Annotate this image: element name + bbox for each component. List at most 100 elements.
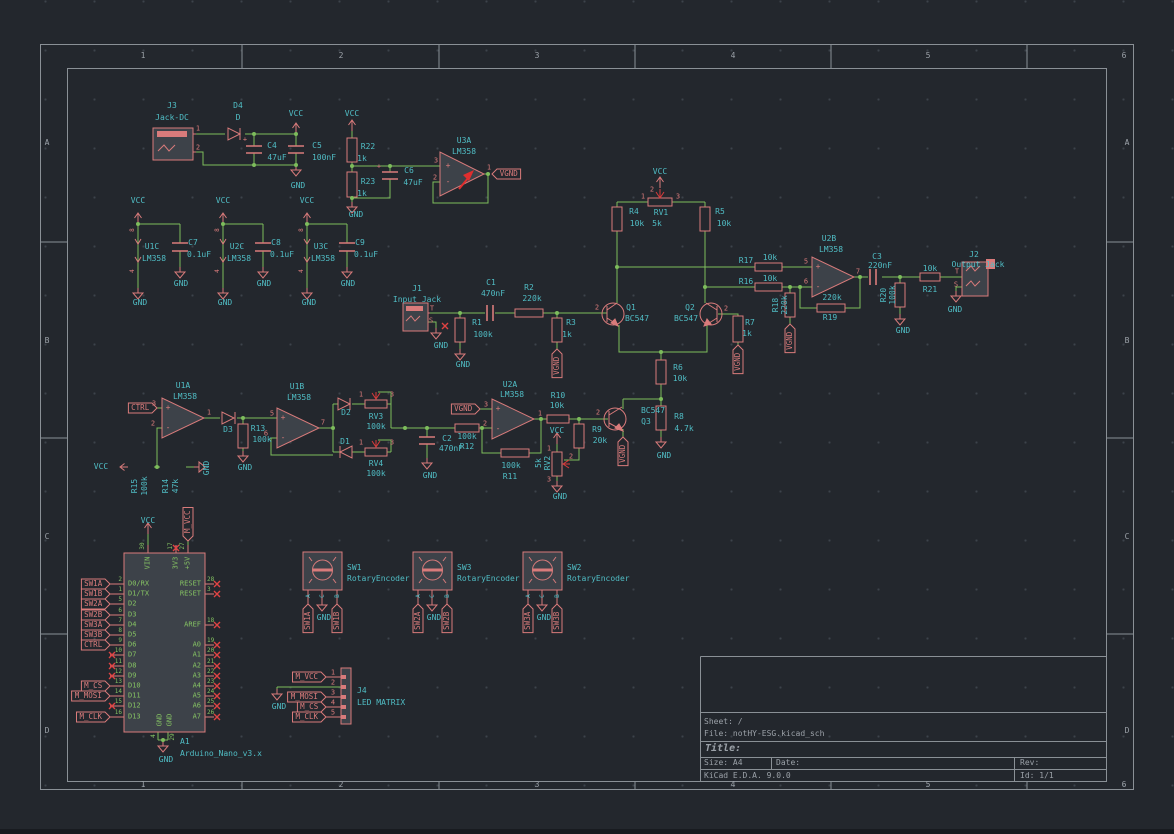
no-connect-icon[interactable] <box>213 682 221 690</box>
no-connect-icon[interactable] <box>108 672 116 680</box>
transistor-Q1[interactable] <box>601 302 625 327</box>
power-vcc-symbol[interactable] <box>144 522 152 534</box>
opamp-U2A[interactable] <box>491 398 536 440</box>
cap-C7[interactable] <box>172 242 188 252</box>
power-gnd-symbol[interactable] <box>256 267 270 279</box>
connector-J3[interactable] <box>152 127 194 161</box>
resistor-R4[interactable] <box>611 206 623 232</box>
encoder-SW1[interactable] <box>302 551 343 591</box>
power-gnd-symbol[interactable] <box>420 458 434 470</box>
resistor-R22[interactable] <box>346 137 358 163</box>
no-connect-icon[interactable] <box>108 662 116 670</box>
resistor-R11[interactable] <box>500 448 530 458</box>
resistor-R19[interactable] <box>816 303 846 313</box>
net-label-sw3a[interactable]: SW3A <box>80 619 111 631</box>
power-gnd-symbol[interactable] <box>131 288 145 300</box>
net-label-m-vcc[interactable]: M_VCC <box>292 671 327 683</box>
power-gnd-symbol[interactable] <box>654 437 668 449</box>
power-gnd-symbol[interactable] <box>173 267 187 279</box>
net-label-vgnd[interactable]: VGND <box>732 344 744 375</box>
net-label-m-clk[interactable]: M_CLK <box>76 711 111 723</box>
power-gnd-symbol[interactable] <box>425 600 439 612</box>
net-label-m-vcc[interactable]: M_VCC <box>182 507 194 542</box>
power-gnd-symbol[interactable] <box>216 288 230 300</box>
resistor-R8[interactable] <box>655 405 667 431</box>
net-label-m-clk[interactable]: M_CLK <box>292 711 327 723</box>
pot-RV1[interactable] <box>647 189 673 207</box>
net-label-vgnd[interactable]: VGND <box>617 436 629 467</box>
diode-D2[interactable] <box>337 397 352 411</box>
resistor-R1[interactable] <box>454 317 466 343</box>
cap-C6[interactable] <box>382 171 398 180</box>
no-connect-icon[interactable] <box>213 702 221 710</box>
net-label-sw2b[interactable]: SW2B <box>80 609 111 621</box>
encoder-SW2[interactable] <box>522 551 563 591</box>
power-gnd-symbol[interactable] <box>315 600 329 612</box>
power-vcc-symbol[interactable] <box>656 176 664 188</box>
transistor-Q3[interactable] <box>603 406 627 432</box>
net-label-m-cs[interactable]: M_CS <box>80 680 111 692</box>
net-label-m-mosi[interactable]: M_MOSI <box>71 690 111 702</box>
net-label-m-mosi[interactable]: M_MOSI <box>287 691 327 703</box>
net-label-sw2a[interactable]: SW2A <box>412 603 424 634</box>
diode-D3[interactable] <box>221 411 236 425</box>
net-label-sw3b[interactable]: SW3B <box>80 629 111 641</box>
no-connect-icon[interactable] <box>213 590 221 598</box>
transistor-Q2[interactable] <box>699 302 723 327</box>
net-label-sw1a[interactable]: SW1A <box>80 578 111 590</box>
resistor-R20[interactable] <box>894 282 906 308</box>
power-gnd-symbol[interactable] <box>949 291 963 303</box>
no-connect-icon[interactable] <box>108 702 116 710</box>
net-label-ctrl[interactable]: CTRL <box>80 639 111 651</box>
resistor-R16[interactable] <box>754 282 783 292</box>
power-vcc-symbol[interactable] <box>119 463 128 471</box>
net-label-sw1b[interactable]: SW1B <box>331 603 343 634</box>
no-connect-icon[interactable] <box>172 544 180 552</box>
pot-RV2[interactable] <box>551 451 570 477</box>
no-connect-icon[interactable] <box>213 692 221 700</box>
power-gnd-symbol[interactable] <box>236 451 250 463</box>
pot-RV4[interactable] <box>364 440 388 457</box>
power-gnd-symbol[interactable] <box>270 689 284 701</box>
resistor-R3[interactable] <box>551 317 563 343</box>
opamp-U1A[interactable] <box>161 397 206 439</box>
power-gnd-symbol[interactable] <box>340 267 354 279</box>
resistor-R12[interactable] <box>454 423 480 433</box>
no-connect-icon[interactable] <box>108 651 116 659</box>
resistor-R18[interactable] <box>784 292 796 318</box>
connector-J1[interactable] <box>402 302 429 332</box>
net-label-sw2b[interactable]: SW2B <box>441 603 453 634</box>
no-connect-icon[interactable] <box>441 322 449 330</box>
net-label-vgnd[interactable]: VGND <box>784 323 796 354</box>
net-label-ctrl[interactable]: CTRL <box>127 402 158 414</box>
no-connect-icon[interactable] <box>213 621 221 629</box>
power-gnd-symbol[interactable] <box>429 328 443 340</box>
no-connect-icon[interactable] <box>213 580 221 588</box>
power-vcc-symbol[interactable] <box>553 432 561 444</box>
net-label-m-cs[interactable]: M_CS <box>296 701 327 713</box>
resistor-R5[interactable] <box>699 206 711 232</box>
resistor-R2[interactable] <box>514 308 544 318</box>
cap-C2[interactable] <box>419 436 435 445</box>
power-vcc-symbol[interactable] <box>348 119 356 131</box>
resistor-R13[interactable] <box>237 423 249 449</box>
no-connect-icon[interactable] <box>213 713 221 721</box>
mcu-A1-arduino-nano[interactable] <box>123 545 206 733</box>
opamp-U1B[interactable] <box>276 407 321 449</box>
pot-RV3[interactable] <box>364 392 388 409</box>
no-connect-icon[interactable] <box>213 651 221 659</box>
cap-C9[interactable] <box>339 242 355 252</box>
power-gnd-symbol[interactable] <box>345 202 359 214</box>
power-gnd-symbol[interactable] <box>550 481 564 493</box>
encoder-SW3[interactable] <box>412 551 453 591</box>
cap-C1[interactable] <box>486 305 494 321</box>
net-label-vgnd[interactable]: VGND <box>450 403 481 415</box>
net-label-sw2a[interactable]: SW2A <box>80 598 111 610</box>
opamp-U2B[interactable] <box>811 256 856 298</box>
connector-J4[interactable] <box>340 667 352 725</box>
resistor-R10[interactable] <box>546 414 570 424</box>
no-connect-icon[interactable] <box>213 641 221 649</box>
cap-C8[interactable] <box>255 242 271 252</box>
no-connect-icon[interactable] <box>213 662 221 670</box>
power-gnd-symbol[interactable] <box>535 600 549 612</box>
